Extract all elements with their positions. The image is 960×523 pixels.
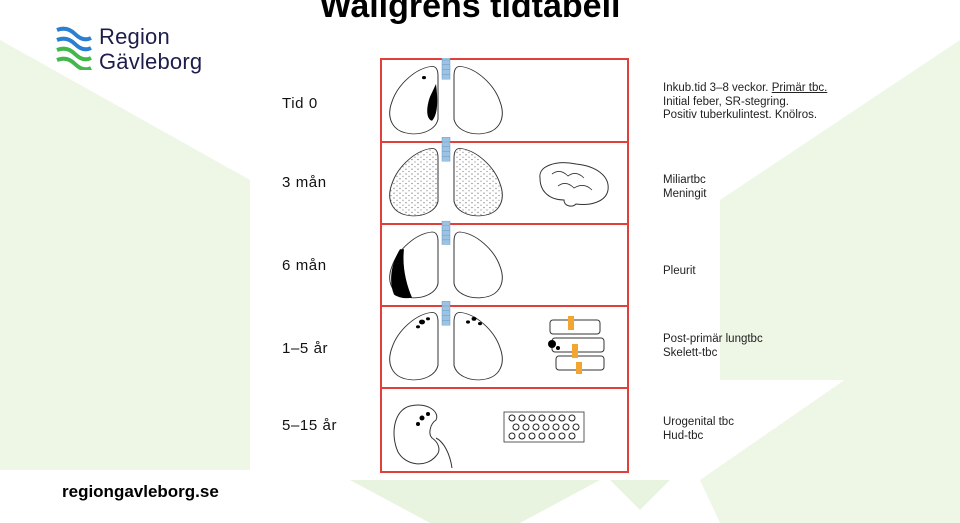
- description-line: Positiv tuberkulintest. Knölros.: [663, 109, 818, 121]
- logo-line-2: Gävleborg: [99, 49, 203, 74]
- description-underlined-text: Primär tbc.: [771, 82, 828, 94]
- description-row-0: Inkub.tid 3–8 veckor. Primär tbc. Initia…: [663, 82, 827, 123]
- description-line: Skelett-tbc: [663, 346, 718, 359]
- skin-tissue-illustration: [503, 411, 585, 443]
- brain-illustration: [539, 162, 609, 207]
- description-row-3: Post-primär lungtbc Skelett-tbc: [663, 333, 763, 360]
- description-line: Hud-tbc: [663, 429, 704, 442]
- logo-line-1: Region: [99, 24, 170, 49]
- description-text: Inkub.tid 3–8 veckor.: [663, 82, 772, 94]
- region-gavleborg-logo: Region Gävleborg: [55, 24, 220, 74]
- description-line: Urogenital tbc: [663, 416, 734, 428]
- slide-title: Wallgrens tidtabell: [319, 0, 621, 25]
- lungs-post-primary-illustration: [389, 300, 503, 381]
- description-line: Initial feber, SR-stegring.: [663, 95, 789, 108]
- description-line: Miliartbc: [663, 174, 706, 186]
- description-line: Meningit: [663, 187, 707, 200]
- footer-url: regiongavleborg.se: [62, 482, 219, 501]
- lungs-pleurisy-illustration: [389, 220, 503, 299]
- bg-shape-right-lower: [700, 300, 960, 523]
- time-label-4: 5–15 år: [282, 417, 338, 434]
- tuberculosis-timeline-diagram: [380, 58, 629, 473]
- description-line: Inkub.tid 3–8 veckor. Primär tbc.: [663, 82, 827, 96]
- description-row-4: Urogenital tbc Hud-tbc: [663, 416, 734, 443]
- logo-wave-icon: [56, 26, 92, 70]
- description-line: Post-primär lungtbc: [663, 333, 763, 345]
- logo-text: Region Gävleborg: [99, 24, 202, 74]
- time-label-3: 1–5 år: [282, 340, 329, 357]
- lungs-primary-tbc-illustration: [389, 58, 503, 135]
- time-label-2: 6 mån: [282, 257, 327, 274]
- description-row-1: Miliartbc Meningit: [663, 174, 706, 201]
- description-line: Pleurit: [663, 265, 696, 277]
- time-label-1: 3 mån: [282, 174, 327, 191]
- kidney-illustration: [393, 404, 453, 469]
- time-label-0: Tid 0: [282, 95, 318, 112]
- spine-illustration: [548, 316, 605, 374]
- bg-shape-bottom-left: [350, 480, 600, 523]
- lungs-miliary-illustration: [389, 136, 503, 217]
- bg-shape-bottom-right: [610, 480, 670, 510]
- bg-shape-left: [0, 40, 250, 470]
- bg-shape-right: [720, 40, 960, 380]
- description-row-2: Pleurit: [663, 265, 696, 279]
